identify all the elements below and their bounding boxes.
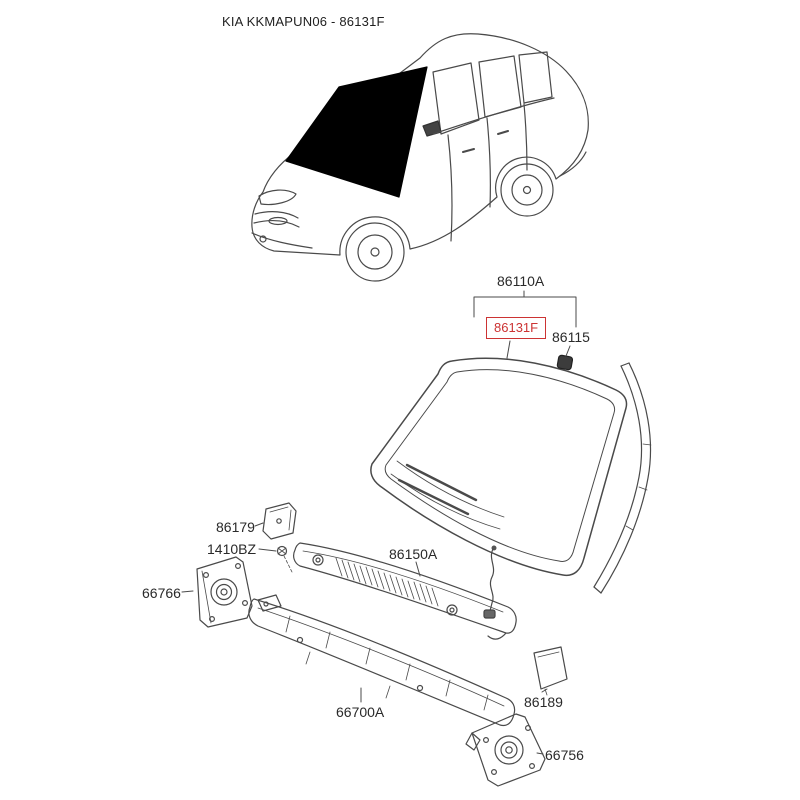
- car-body-outline: [251, 33, 589, 256]
- car-grille: [253, 211, 300, 228]
- car-rear-bumper-line: [559, 151, 587, 177]
- wiper-blades: [397, 463, 478, 516]
- bracket-86179-drawing: [262, 502, 297, 540]
- front-wheel: [345, 222, 405, 282]
- rain-sensor-wire: [483, 545, 497, 619]
- rear-wheel: [500, 163, 554, 217]
- car-badge: [268, 216, 288, 226]
- bracket-66766-drawing: [196, 556, 253, 628]
- car-mirror: [422, 120, 442, 137]
- part-label-86179[interactable]: 86179: [216, 519, 255, 535]
- windshield-inner-line: [384, 369, 616, 562]
- bolt-1410BZ-drawing: [276, 545, 293, 573]
- part-label-66756[interactable]: 66756: [545, 747, 584, 763]
- part-label-86110A[interactable]: 86110A: [497, 273, 545, 289]
- molding-strip-drawing: [593, 362, 652, 594]
- baffle-86189-drawing: [533, 646, 568, 696]
- bracket-66756-drawing: [465, 713, 546, 787]
- car-side-window-3: [518, 51, 553, 104]
- part-label-86189[interactable]: 86189: [524, 694, 563, 710]
- part-label-86115[interactable]: 86115: [552, 329, 590, 345]
- car-headlight: [258, 189, 297, 206]
- part-label-86150A[interactable]: 86150A: [389, 546, 438, 562]
- car-bumper-line: [251, 232, 313, 249]
- part-label-1410BZ[interactable]: 1410BZ: [207, 541, 257, 557]
- cowl-top-cover-drawing: [293, 542, 517, 640]
- car-door-handles: [462, 130, 509, 153]
- car-beltline: [432, 97, 555, 135]
- page-title: KIA KKMAPUN06 - 86131F: [222, 14, 385, 29]
- part-label-86131F-highlighted[interactable]: 86131F: [486, 317, 547, 339]
- part-label-66700A[interactable]: 66700A: [336, 704, 385, 720]
- wiper-pivot-holes: [312, 554, 458, 616]
- car-door-seams: [447, 103, 528, 242]
- leader-lines: [181, 290, 577, 755]
- wiper-marks: [390, 460, 505, 530]
- car-side-window-1: [432, 62, 480, 135]
- car-fog-light: [259, 235, 267, 243]
- car-illustration: [251, 33, 589, 282]
- windshield-glass-drawing: [370, 357, 628, 619]
- part-label-66766[interactable]: 66766: [142, 585, 181, 601]
- clip-86115-drawing: [556, 354, 574, 371]
- cowl-grille-slots: [335, 557, 439, 607]
- car-windshield-blackout: [285, 66, 428, 198]
